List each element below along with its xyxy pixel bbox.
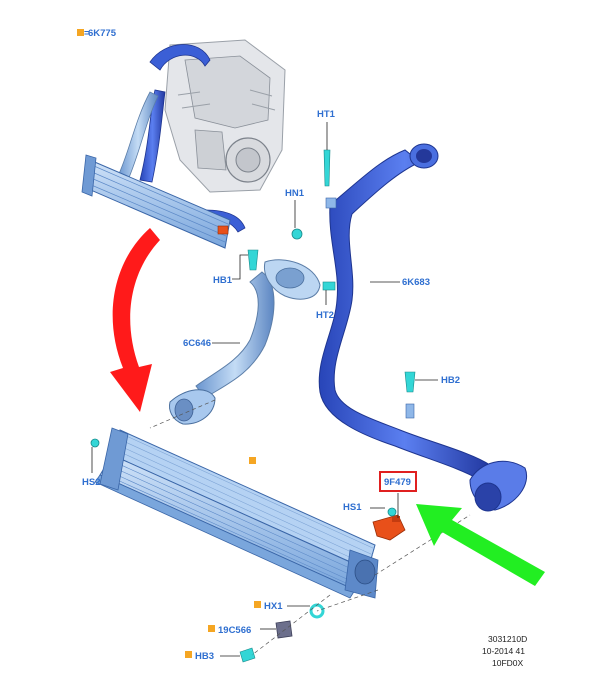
label-hb1: HB1 bbox=[213, 275, 233, 286]
sensor-highlight-box bbox=[379, 471, 417, 492]
fastener-ht1 bbox=[323, 149, 331, 187]
label-19c566: 19C566 bbox=[218, 625, 251, 636]
square-marker-icon bbox=[185, 651, 192, 658]
square-marker-icon bbox=[208, 625, 215, 632]
upper-sensor-highlight bbox=[217, 225, 229, 235]
label-6k683: 6K683 bbox=[402, 277, 430, 288]
label-6c646: 6C646 bbox=[183, 338, 211, 349]
fastener-hb1 bbox=[247, 249, 259, 271]
label-hb3: HB3 bbox=[195, 651, 214, 662]
engine-ref-label: 6K775 bbox=[88, 28, 117, 39]
fastener-hb3 bbox=[239, 647, 256, 663]
label-hs1: HS1 bbox=[343, 502, 362, 513]
part-19c566-shape bbox=[275, 620, 293, 639]
label-ht1: HT1 bbox=[317, 109, 336, 120]
engine-outlet-pipe-blue bbox=[139, 89, 166, 183]
label-9f479: 9F479 bbox=[384, 477, 411, 488]
sensor-9f479 bbox=[372, 514, 406, 541]
footer-code: 3031210D bbox=[488, 634, 527, 644]
footer-date: 10-2014 41 bbox=[482, 646, 525, 656]
upper-intercooler bbox=[81, 154, 231, 249]
fastener-hs1 bbox=[387, 507, 397, 517]
green-arrow-icon bbox=[416, 504, 545, 586]
label-hx1: HX1 bbox=[264, 601, 283, 612]
square-marker-icon bbox=[254, 601, 261, 608]
label-hn1: HN1 bbox=[285, 188, 305, 199]
square-marker-icon bbox=[77, 29, 84, 36]
fastener-hs2 bbox=[90, 438, 100, 448]
engine-ref-equals: = bbox=[84, 28, 90, 39]
engine-intake-pipe bbox=[149, 44, 211, 71]
pipe-6c646 bbox=[169, 259, 336, 425]
label-ht2: HT2 bbox=[316, 310, 334, 321]
engine-assembly bbox=[164, 39, 286, 193]
footer-id: 10FD0X bbox=[492, 658, 524, 668]
lower-intercooler bbox=[94, 427, 379, 599]
square-marker-icon bbox=[249, 457, 256, 464]
label-hs2: HS2 bbox=[82, 477, 100, 488]
red-arrow-icon bbox=[110, 228, 160, 412]
fastener-hn1 bbox=[291, 228, 303, 240]
fastener-hb2 bbox=[404, 371, 416, 393]
engine-outlet-pipe-light bbox=[117, 91, 159, 181]
pipe-6k683 bbox=[318, 143, 527, 512]
label-hb2: HB2 bbox=[441, 375, 460, 386]
